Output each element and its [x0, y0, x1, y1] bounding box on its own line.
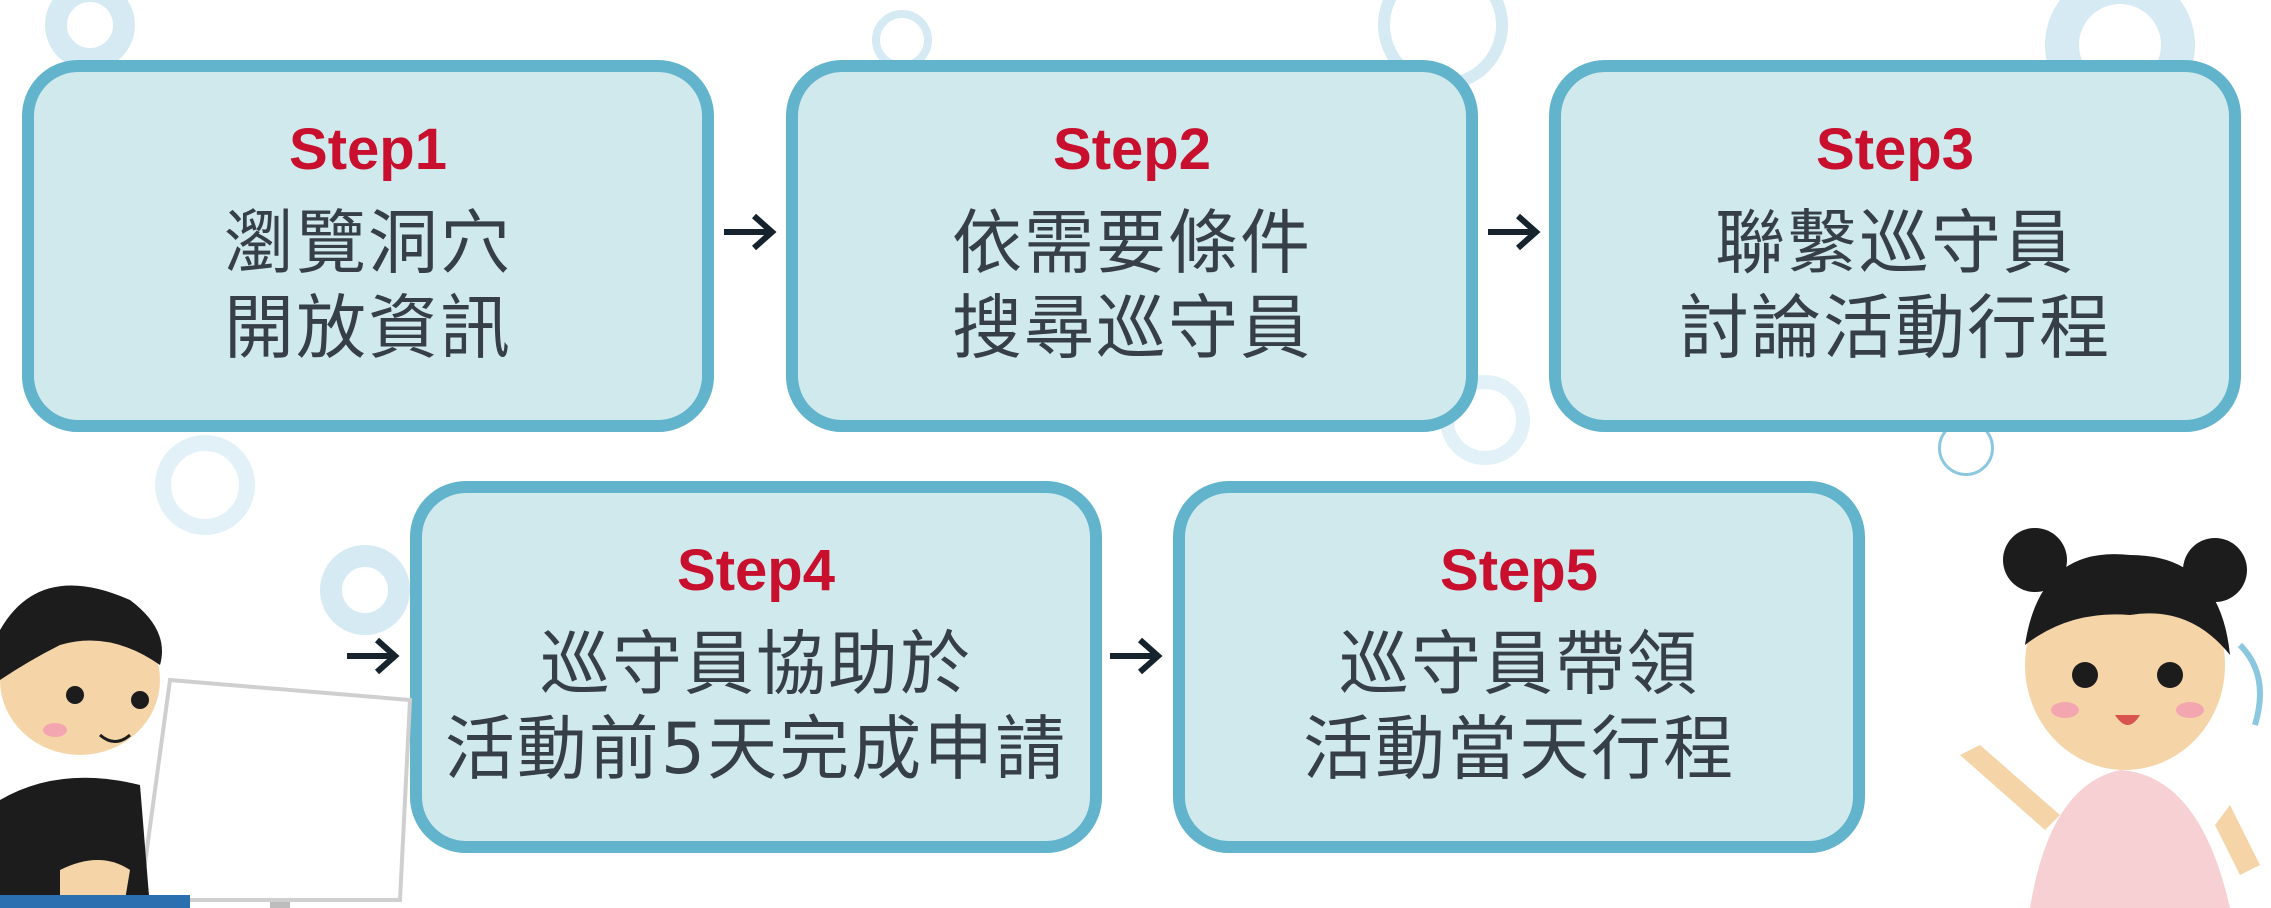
step-text: 巡守員帶領 — [1339, 622, 1699, 705]
step-label: Step4 — [677, 537, 835, 603]
arrow-right-icon — [347, 637, 400, 675]
step-4-box: Step4 巡守員協助於 活動前5天完成申請 — [410, 481, 1102, 853]
step-text: 討論活動行程 — [1679, 287, 2111, 369]
step-label: Step3 — [1816, 116, 1974, 182]
step-text: 活動前5天完成申請 — [444, 708, 1068, 790]
girl-illustration — [1960, 528, 2263, 908]
boy-at-computer-illustration — [0, 585, 413, 908]
step-text: 依需要條件 — [952, 201, 1312, 284]
arrow-right-icon — [724, 213, 777, 251]
step-3-box: Step3 聯繫巡守員 討論活動行程 — [1549, 60, 2241, 432]
step-label: Step1 — [289, 116, 447, 182]
step-label: Step5 — [1440, 537, 1598, 603]
step-1-box: Step1 瀏覽洞穴 開放資訊 — [22, 60, 714, 432]
step-text: 開放資訊 — [224, 287, 512, 369]
arrow-right-icon — [1110, 637, 1163, 675]
step-2-box: Step2 依需要條件 搜尋巡守員 — [786, 60, 1478, 432]
step-label: Step2 — [1053, 116, 1211, 182]
step-text: 巡守員協助於 — [540, 622, 972, 705]
step-text: 搜尋巡守員 — [952, 287, 1312, 369]
ring-decoration-icon — [155, 435, 255, 535]
step-text: 聯繫巡守員 — [1715, 201, 2075, 284]
step-text: 活動當天行程 — [1303, 708, 1735, 790]
step-5-box: Step5 巡守員帶領 活動當天行程 — [1173, 481, 1865, 853]
arrow-right-icon — [1488, 213, 1541, 251]
step-text: 瀏覽洞穴 — [224, 201, 512, 284]
